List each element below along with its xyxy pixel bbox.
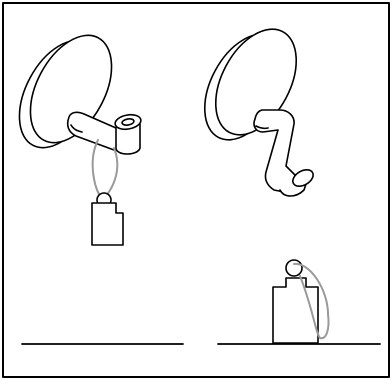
hanging-weight-icon [91,192,124,246]
hook-arm-icon [66,111,142,155]
string-loop-icon [91,139,119,197]
bent-hook-arm-icon [253,109,314,197]
right-panel [203,28,381,345]
left-panel [18,34,184,345]
string-loop-icon [293,262,330,340]
